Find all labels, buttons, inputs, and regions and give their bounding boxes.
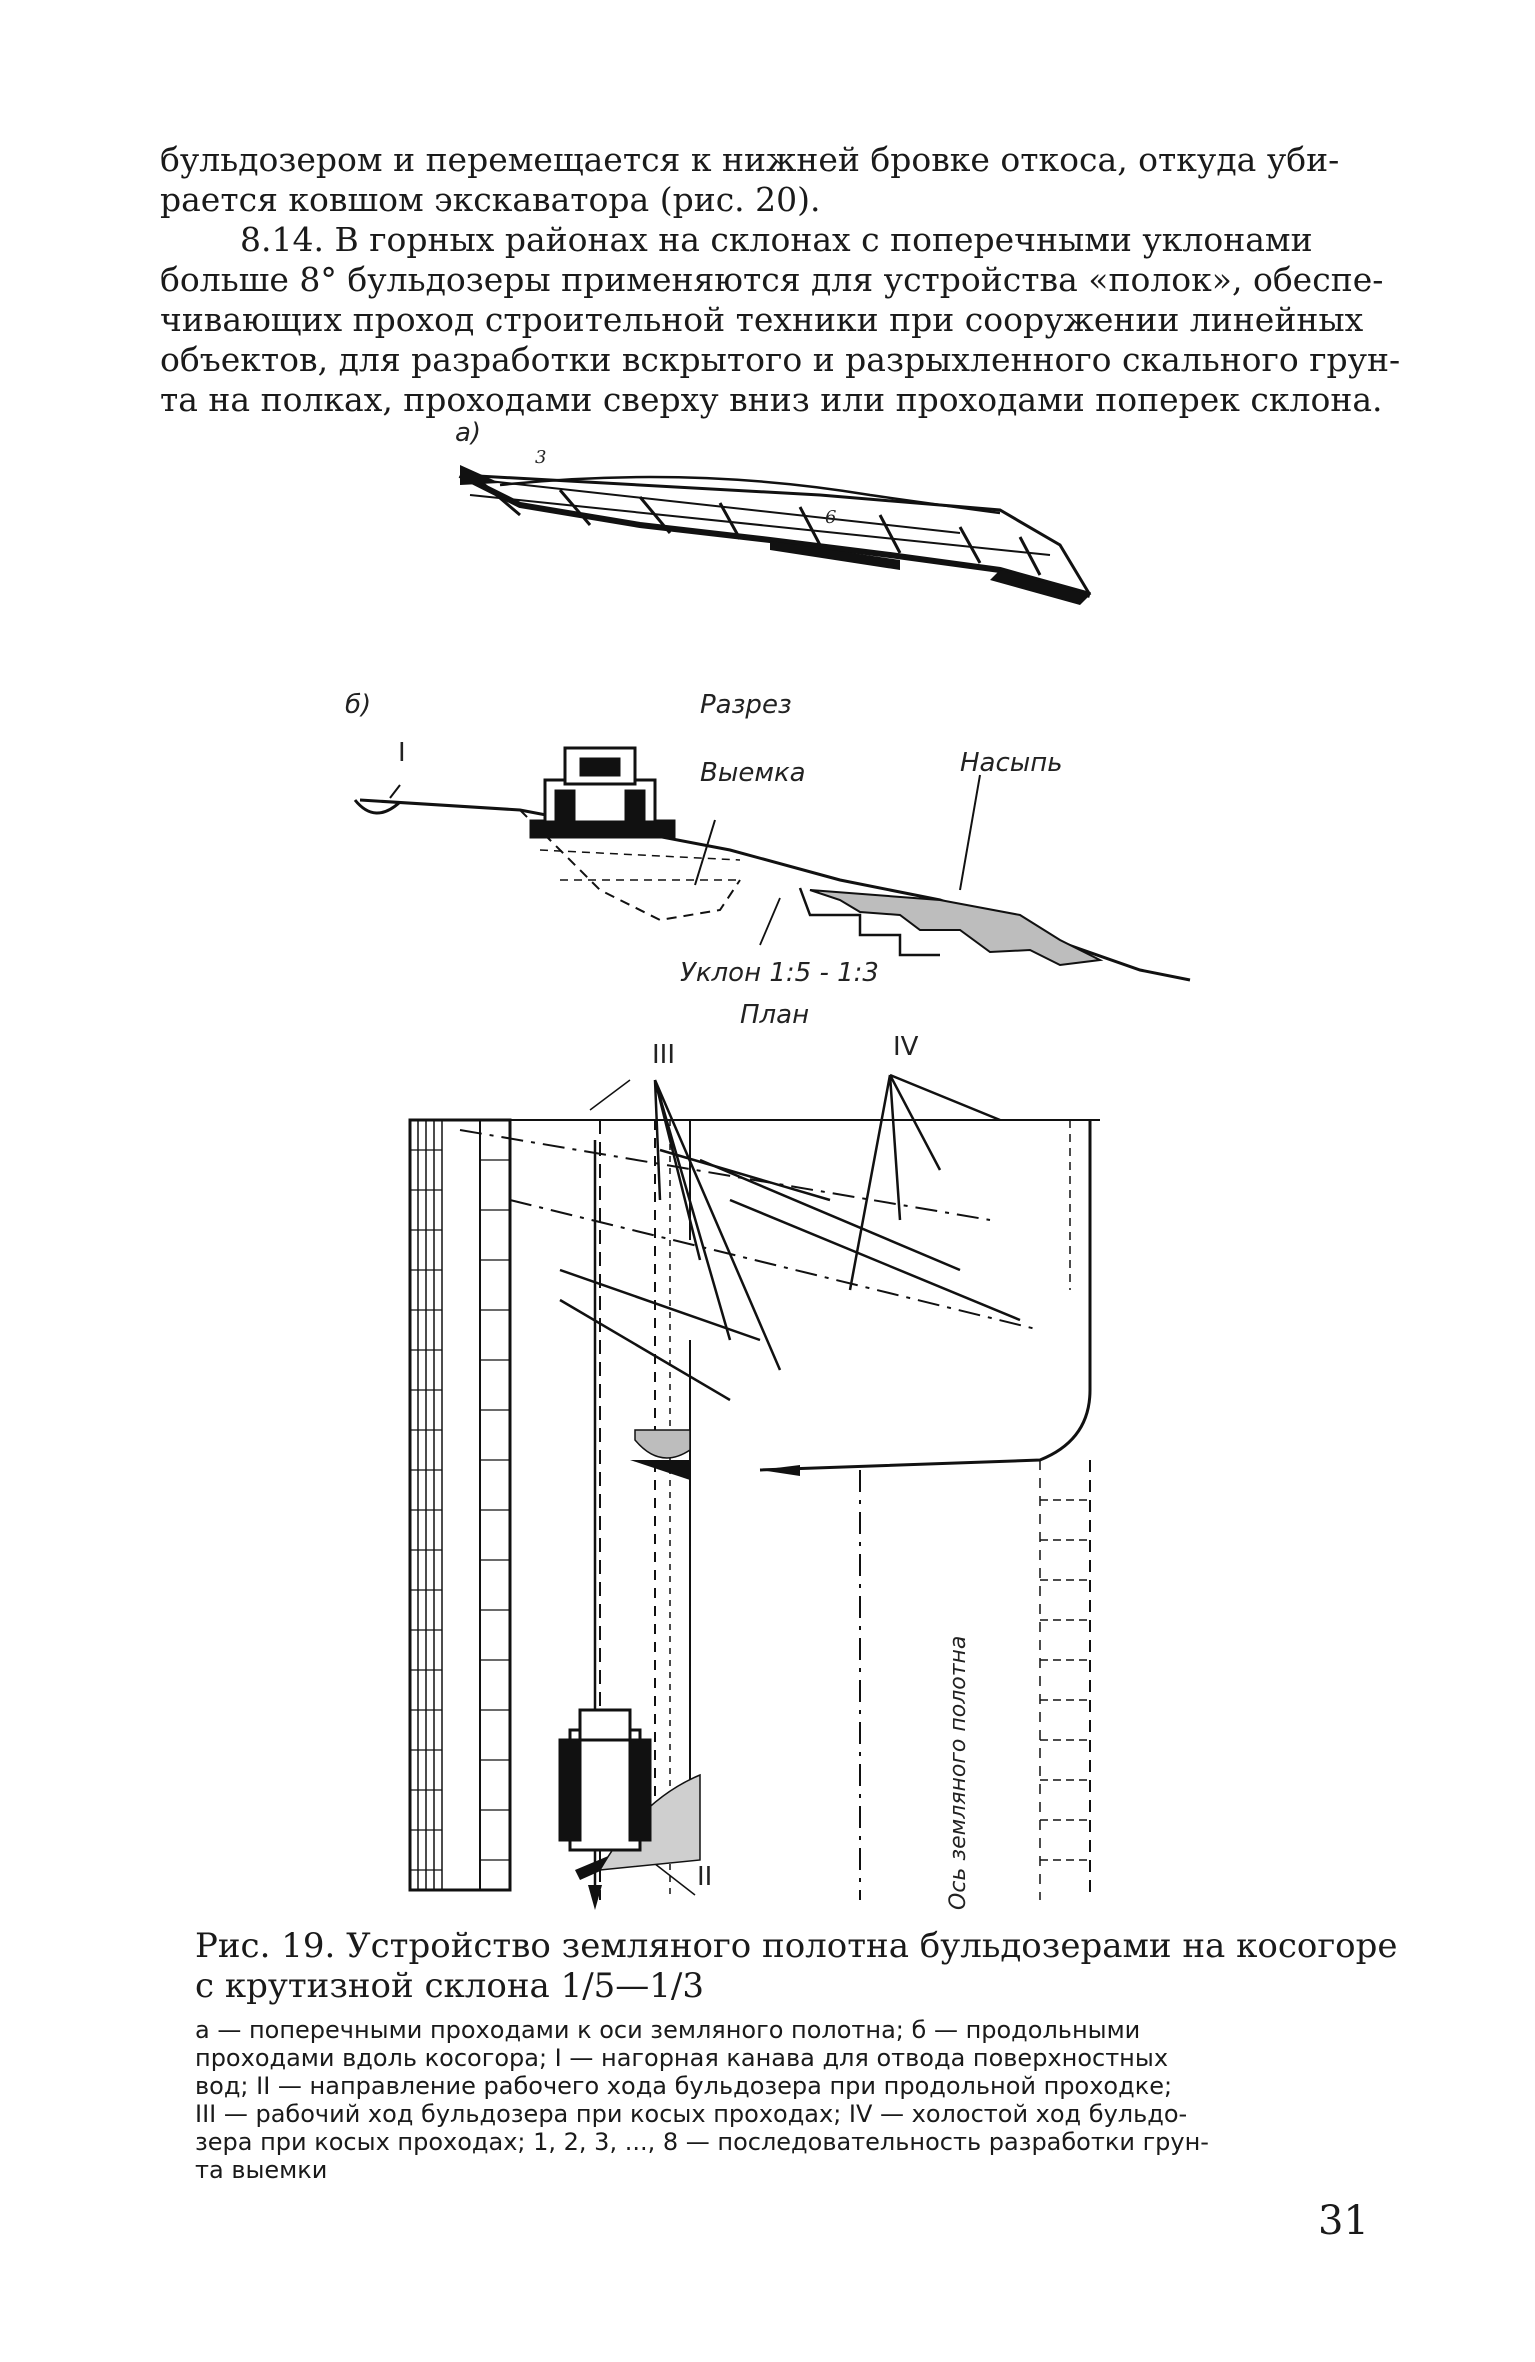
sequence-number-6: 6 (825, 507, 836, 528)
marker-II: II (697, 1862, 713, 1892)
marker-III: III (652, 1040, 676, 1070)
marker-I-section: I (398, 738, 406, 768)
paragraph-line: та на полках, проходами сверху вниз или … (160, 380, 1383, 419)
caption-desc-line: III — рабочий ход бульдозера при косых п… (195, 2100, 1188, 2128)
cut-label: Выемка (700, 758, 806, 788)
axis-label: Ось земляного полотна (946, 1636, 971, 1910)
sequence-number-3: 3 (535, 447, 546, 468)
figure-label-b: б) (345, 690, 372, 720)
body-paragraph: бульдозером и перемещается к нижней бров… (160, 140, 1401, 420)
slope-label: Уклон 1:5 - 1:3 (680, 958, 879, 988)
figure-caption: Рис. 19. Устройство земляного полотна бу… (195, 1926, 1398, 2184)
diagram-a-cross-passes: 3 6 (458, 447, 1092, 605)
caption-title: Рис. 19. Устройство земляного полотна бу… (195, 1926, 1398, 2006)
caption-description: а — поперечными проходами к оси земляног… (195, 2016, 1360, 2184)
page-number: 31 (1318, 2198, 1369, 2244)
paragraph-line: 8.14. В горных районах на склонах с попе… (240, 220, 1313, 259)
caption-desc-line: вод; II — направление рабочего хода буль… (195, 2072, 1173, 2100)
diagram-b-section (353, 746, 1191, 982)
caption-desc-line: проходами вдоль косогора; I — нагорная к… (195, 2044, 1169, 2072)
paragraph-line: бульдозером и перемещается к нижней бров… (160, 140, 1340, 179)
caption-desc-line: а — поперечными проходами к оси земляног… (195, 2016, 1141, 2044)
paragraph-line: чивающих проход строительной техники при… (160, 300, 1364, 339)
diagram-b-plan: Ось земляного полотна (408, 1073, 1100, 1910)
paragraph-line: больше 8° бульдозеры применяются для уст… (160, 260, 1384, 299)
fill-label: Насыпь (960, 748, 1063, 778)
paragraph-line: объектов, для разработки вскрытого и раз… (160, 340, 1401, 379)
section-title: Разрез (700, 690, 792, 720)
caption-title-line: Рис. 19. Устройство земляного полотна бу… (195, 1926, 1398, 1966)
paragraph-line: рается ковшом экскаватора (рис. 20). (160, 180, 821, 219)
marker-IV: IV (893, 1032, 919, 1062)
figure-label-a: а) (455, 418, 482, 448)
caption-desc-line: зера при косых проходах; 1, 2, 3, ..., 8… (195, 2128, 1209, 2156)
caption-title-line: с крутизной склона 1/5—1/3 (195, 1966, 705, 2006)
plan-title: План (740, 1000, 810, 1030)
caption-desc-line: та выемки (195, 2156, 328, 2184)
